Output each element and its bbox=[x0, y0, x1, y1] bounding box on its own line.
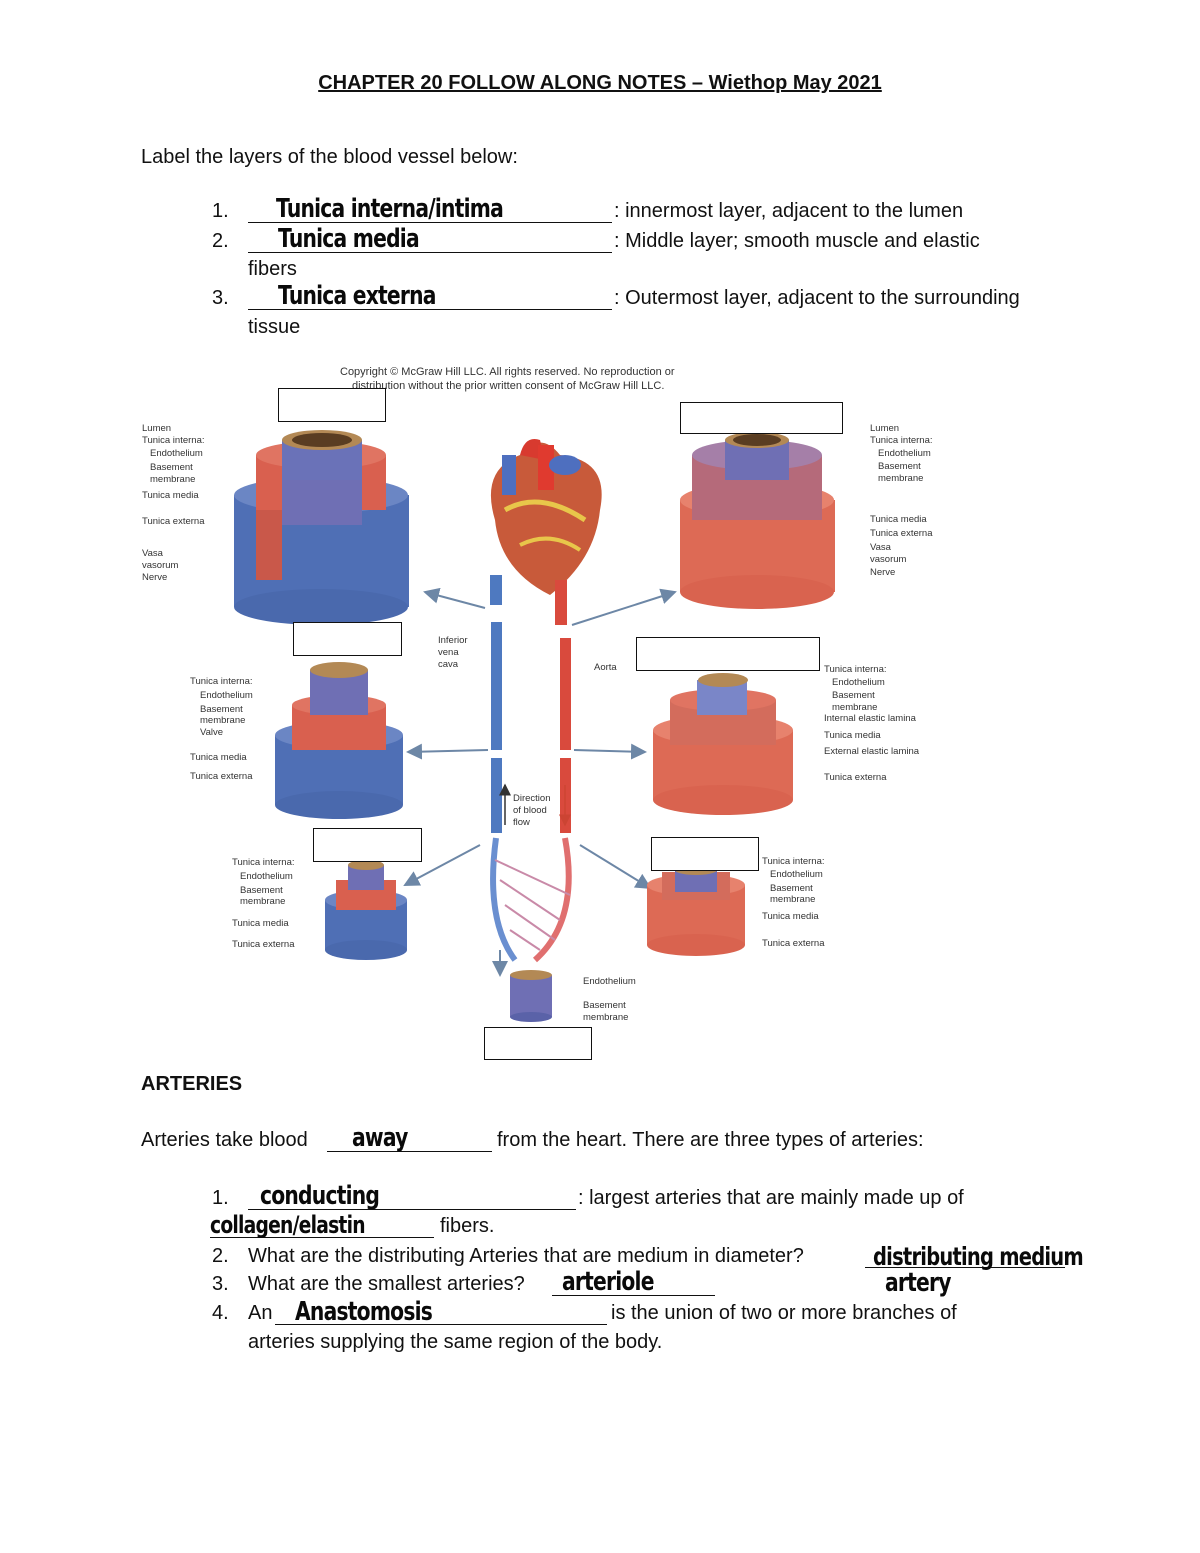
arteries-intro-after: from the heart. There are three types of… bbox=[497, 1129, 924, 1151]
layer-3-blank: Tunica externa bbox=[248, 281, 612, 311]
layer-3-answer: Tunica externa bbox=[278, 281, 436, 311]
large-vein-drawing bbox=[234, 430, 409, 625]
layer-1-number: 1. bbox=[212, 200, 229, 222]
copyright-line-1: Copyright © McGraw Hill LLC. All rights … bbox=[340, 366, 675, 378]
heart-drawing bbox=[490, 439, 602, 595]
arteries-q4-answer: Anastomosis bbox=[295, 1297, 433, 1327]
layer-3-description: : Outermost layer, adjacent to the surro… bbox=[614, 287, 1020, 309]
large-artery-drawing bbox=[680, 432, 835, 609]
layer-3-continuation: tissue bbox=[248, 316, 301, 338]
arteries-q4-continuation: arteries supplying the same region of th… bbox=[248, 1331, 663, 1353]
layer-2-blank: Tunica media bbox=[248, 224, 612, 254]
arteries-q3-answer: arteriole bbox=[562, 1267, 654, 1297]
layer-3-number: 3. bbox=[212, 287, 229, 309]
label-box-large-vein[interactable] bbox=[278, 388, 386, 422]
arteries-q3-blank: arteriole bbox=[552, 1267, 715, 1297]
arteriole-drawing bbox=[647, 865, 745, 956]
arteries-q1-text-2: fibers. bbox=[440, 1215, 495, 1237]
arteries-intro-answer: away bbox=[352, 1123, 408, 1153]
arteries-q4-after: is the union of two or more branches of bbox=[611, 1302, 957, 1324]
arteries-q4-before: An bbox=[248, 1302, 273, 1324]
blood-vessel-illustration bbox=[234, 430, 835, 1022]
label-box-venule[interactable] bbox=[313, 828, 422, 862]
arteries-q4-blank: Anastomosis bbox=[275, 1297, 607, 1327]
arteries-q3-number: 3. bbox=[212, 1273, 229, 1295]
arteries-q1-blank-2: collagen/elastin bbox=[210, 1211, 434, 1239]
medium-artery-drawing bbox=[653, 673, 793, 815]
layer-2-number: 2. bbox=[212, 230, 229, 252]
arteries-intro-before: Arteries take blood bbox=[141, 1129, 308, 1151]
label-box-medium-artery[interactable] bbox=[636, 637, 820, 671]
arteries-q1-blank: conducting bbox=[248, 1181, 576, 1211]
arteries-q2-answer-2: artery bbox=[885, 1268, 951, 1298]
medium-vein-drawing bbox=[275, 662, 403, 819]
arteries-q2-number: 2. bbox=[212, 1245, 229, 1267]
venule-drawing bbox=[325, 860, 407, 960]
arteries-q1-number: 1. bbox=[212, 1187, 229, 1209]
arteries-q2-blank: distributing medium bbox=[865, 1242, 1084, 1271]
arteries-heading: ARTERIES bbox=[141, 1073, 243, 1095]
arteries-q1-answer-2: collagen/elastin bbox=[210, 1211, 366, 1239]
arteries-q1-answer: conducting bbox=[260, 1181, 380, 1211]
layer-2-continuation: fibers bbox=[248, 258, 297, 280]
layer-1-description: : innermost layer, adjacent to the lumen bbox=[614, 200, 964, 222]
layer-1-blank: Tunica interna/intima bbox=[248, 194, 612, 224]
label-box-large-artery[interactable] bbox=[680, 402, 843, 434]
page-title: CHAPTER 20 FOLLOW ALONG NOTES – Wiethop … bbox=[318, 72, 882, 94]
layer-2-description: : Middle layer; smooth muscle and elasti… bbox=[614, 230, 980, 252]
arteries-intro-blank: away bbox=[327, 1123, 492, 1153]
arteries-q2-answer: distributing medium bbox=[873, 1242, 1084, 1271]
arteries-q4-number: 4. bbox=[212, 1302, 229, 1324]
label-box-capillary[interactable] bbox=[484, 1027, 592, 1060]
layer-2-answer: Tunica media bbox=[278, 224, 420, 254]
arteries-q3-text: What are the smallest arteries? bbox=[248, 1273, 525, 1295]
label-box-arteriole[interactable] bbox=[651, 837, 759, 871]
capillary-drawing bbox=[510, 970, 552, 1022]
arteries-q2-text: What are the distributing Arteries that … bbox=[248, 1245, 804, 1267]
arteries-q1-text: : largest arteries that are mainly made … bbox=[578, 1187, 964, 1209]
layers-prompt: Label the layers of the blood vessel bel… bbox=[141, 146, 518, 168]
blood-vessel-figure: Copyright © McGraw Hill LLC. All rights … bbox=[140, 360, 960, 1075]
copyright-line-2: distribution without the prior written c… bbox=[352, 380, 665, 392]
label-box-medium-vein[interactable] bbox=[293, 622, 402, 656]
layer-1-answer: Tunica interna/intima bbox=[276, 194, 504, 224]
